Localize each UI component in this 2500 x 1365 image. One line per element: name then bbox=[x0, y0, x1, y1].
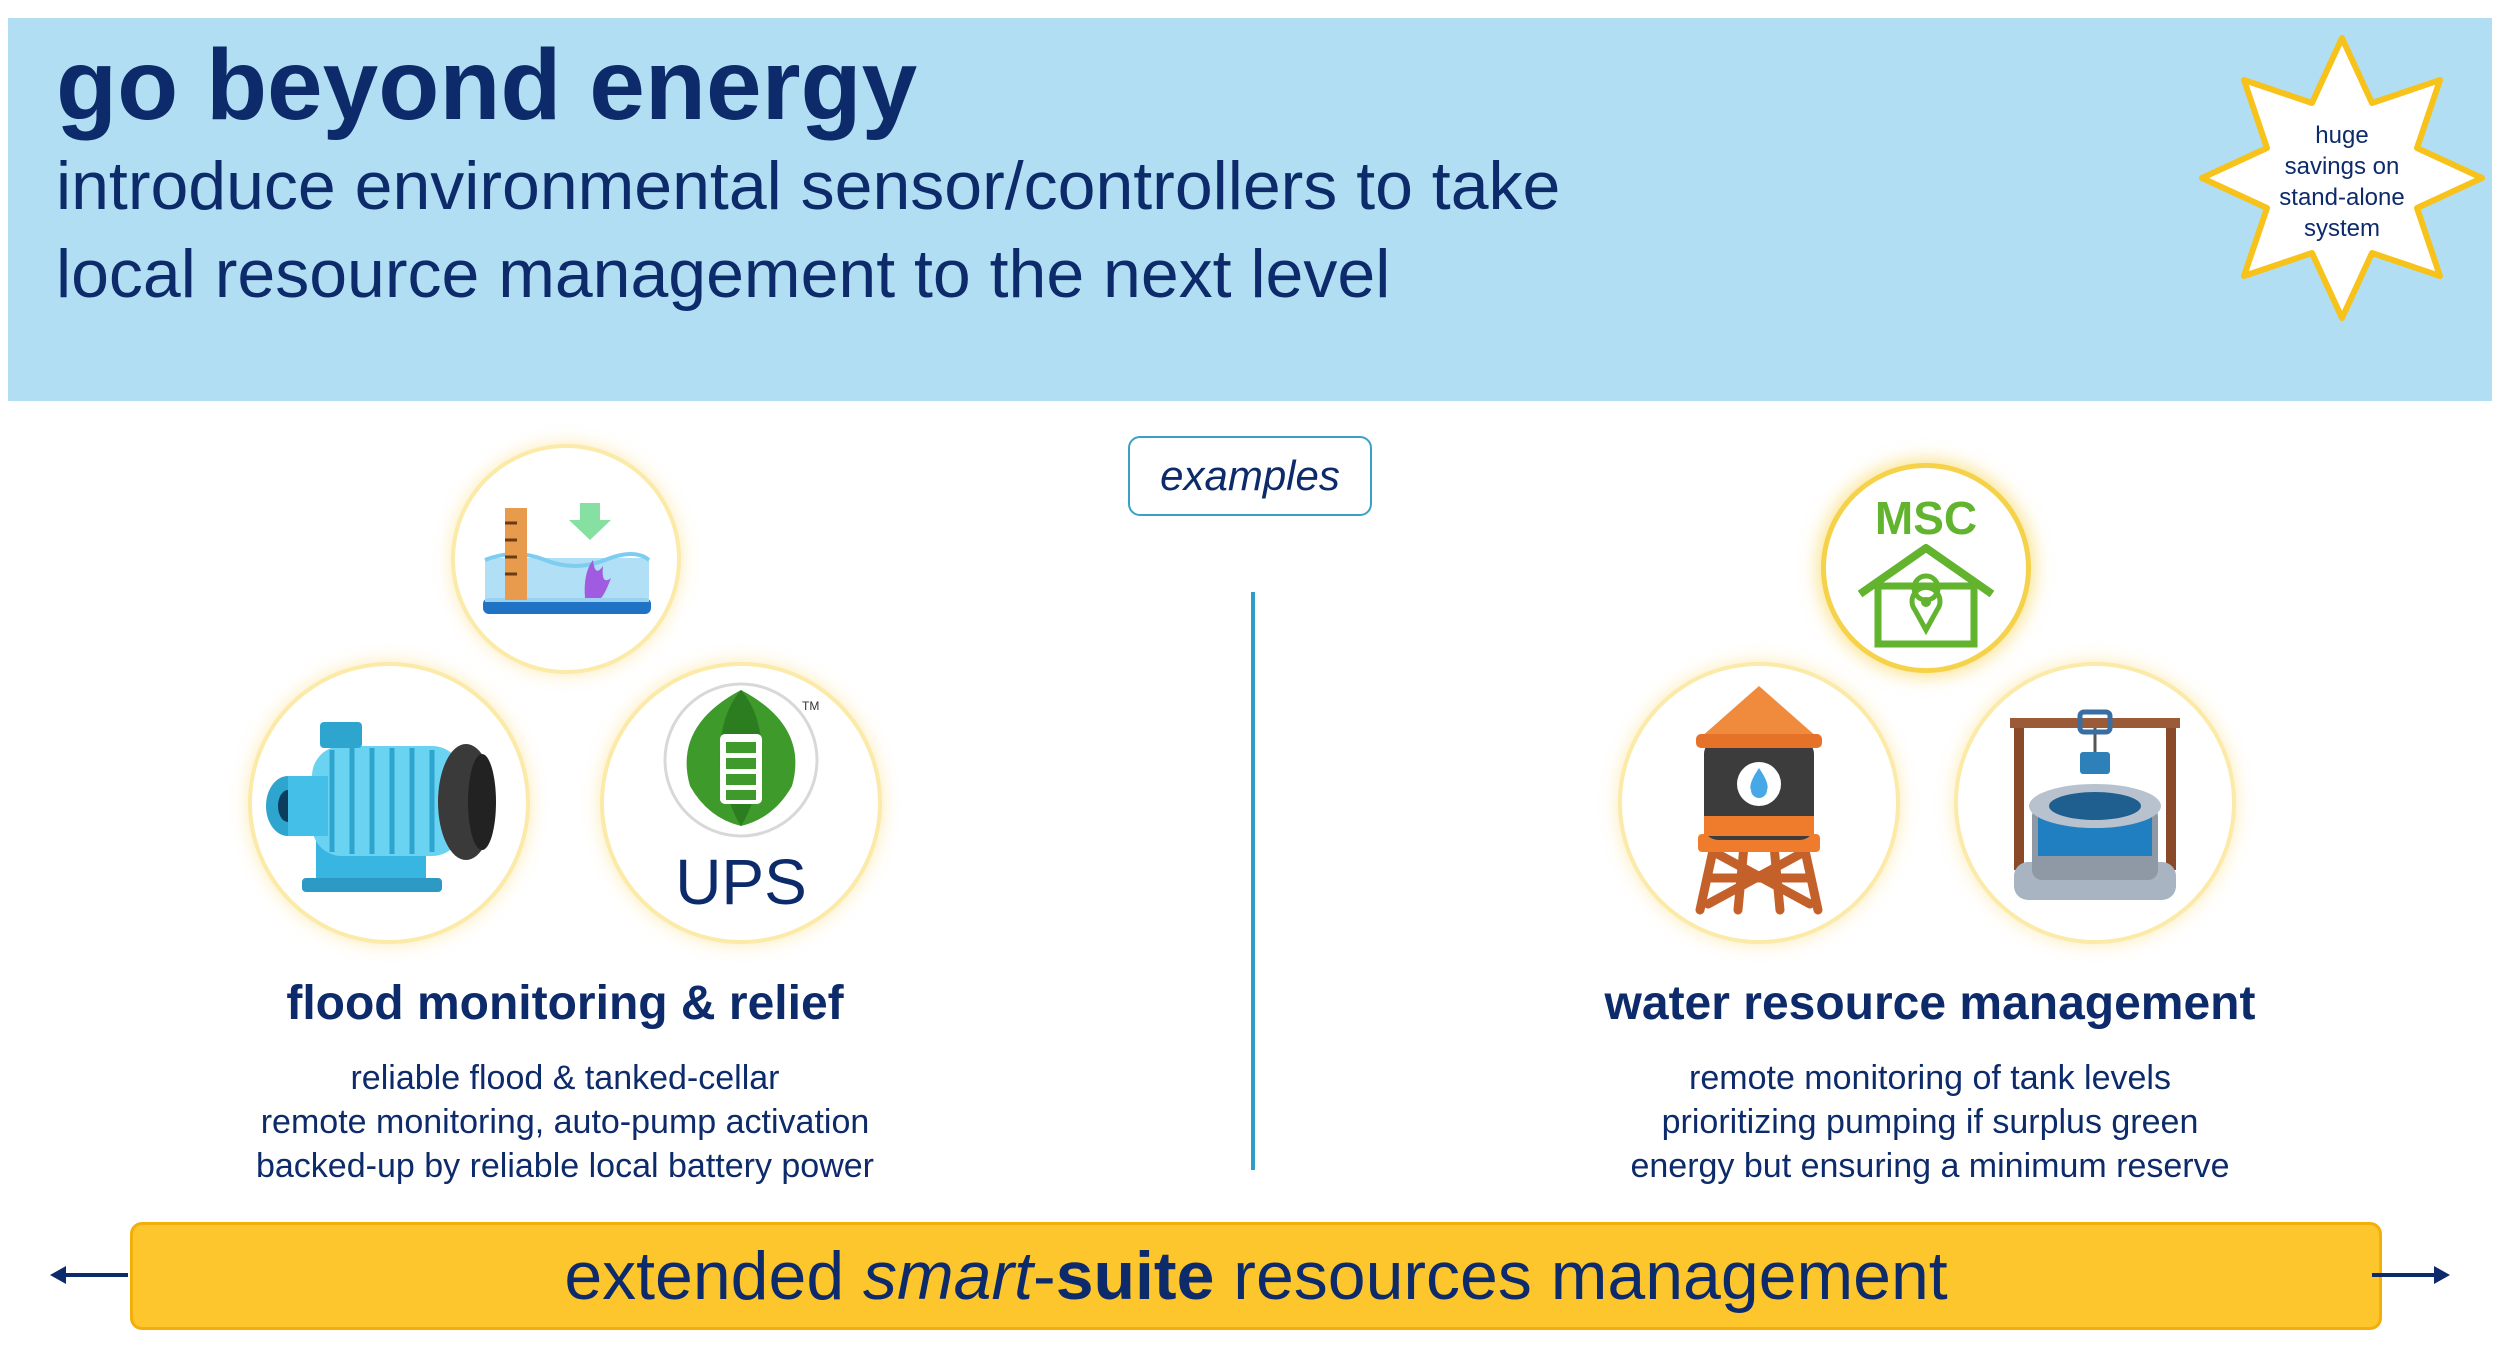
subtitle-line-2: local resource management to the next le… bbox=[56, 236, 1391, 312]
flood-line-1: reliable flood & tanked-cellar bbox=[350, 1059, 780, 1097]
water-well-icon bbox=[2010, 709, 2180, 900]
flood-line-3: backed-up by reliable local battery powe… bbox=[255, 1147, 874, 1185]
smart-suite-banner: extended smart-suite resources managemen… bbox=[130, 1222, 2382, 1330]
page-subtitle: introduce environmental sensor/controlle… bbox=[56, 142, 1560, 318]
water-tower-circle bbox=[1622, 666, 1896, 940]
flood-gauge-circle bbox=[455, 448, 677, 670]
right-arrow-icon bbox=[2372, 1266, 2450, 1284]
page-title: go beyond energy bbox=[56, 29, 918, 141]
water-pump-icon bbox=[266, 722, 496, 892]
examples-label: examples bbox=[1128, 436, 1372, 516]
ups-label: UPS bbox=[675, 846, 807, 918]
starburst-badge-text: huge savings on stand-alone system bbox=[2279, 122, 2405, 242]
water-tower-icon bbox=[1695, 686, 1823, 915]
header-banner bbox=[8, 18, 2492, 401]
msc-home-icon: MSC bbox=[1857, 492, 1995, 648]
water-pump-circle bbox=[252, 666, 526, 940]
subtitle-line-1: introduce environmental sensor/controlle… bbox=[56, 148, 1561, 224]
ups-battery-leaf-icon: TM UPS bbox=[663, 682, 819, 918]
left-arrow-icon bbox=[50, 1266, 128, 1284]
msc-circle: MSC bbox=[1826, 468, 2026, 668]
ups-circle: TM UPS bbox=[604, 666, 878, 940]
section-divider bbox=[1251, 592, 1255, 1170]
water-section-description: remote monitoring of tank levels priorit… bbox=[1540, 1056, 2320, 1188]
water-line-1: remote monitoring of tank levels bbox=[1689, 1059, 2171, 1097]
flood-section-title: flood monitoring & relief bbox=[286, 977, 844, 1030]
flood-line-2: remote monitoring, auto-pump activation bbox=[260, 1103, 870, 1141]
starburst-badge-icon bbox=[2199, 35, 2485, 321]
water-line-3: energy but ensuring a minimum reserve bbox=[1630, 1147, 2230, 1185]
flood-gauge-icon bbox=[483, 503, 651, 614]
water-line-2: prioritizing pumping if surplus green bbox=[1661, 1103, 2199, 1141]
water-well-circle bbox=[1958, 666, 2232, 940]
water-section-title: water resource management bbox=[1604, 977, 2256, 1030]
tm-mark: TM bbox=[802, 699, 819, 713]
flood-section-description: reliable flood & tanked-cellar remote mo… bbox=[180, 1056, 950, 1188]
msc-label: MSC bbox=[1875, 492, 1977, 544]
